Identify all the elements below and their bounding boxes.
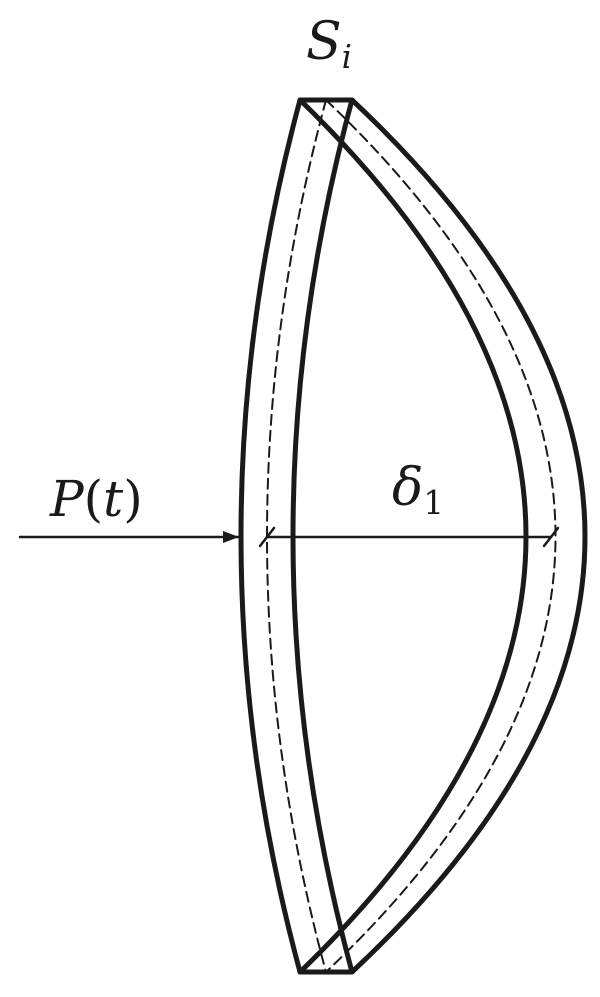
load-label-close-paren: ) (123, 470, 143, 528)
load-label-open-paren: ( (83, 470, 104, 528)
load-label-symbol: P (50, 470, 84, 528)
load-label: P(t) (50, 474, 143, 524)
deformed-plate-outer-edge (349, 97, 588, 975)
deformed-plate-midline (325, 99, 557, 973)
original-plate-left-edge (238, 97, 303, 975)
deflection-label: δ1 (392, 462, 444, 519)
surface-label-symbol: S (306, 12, 342, 72)
deflection-label-subscript: 1 (423, 484, 444, 523)
surface-label: Si (306, 16, 352, 73)
deflection-tick-right (542, 526, 560, 548)
deflection-tick-left (258, 526, 276, 548)
deflection-label-symbol: δ (392, 458, 424, 518)
surface-label-subscript: i (341, 38, 352, 77)
load-label-argument: t (103, 470, 124, 528)
